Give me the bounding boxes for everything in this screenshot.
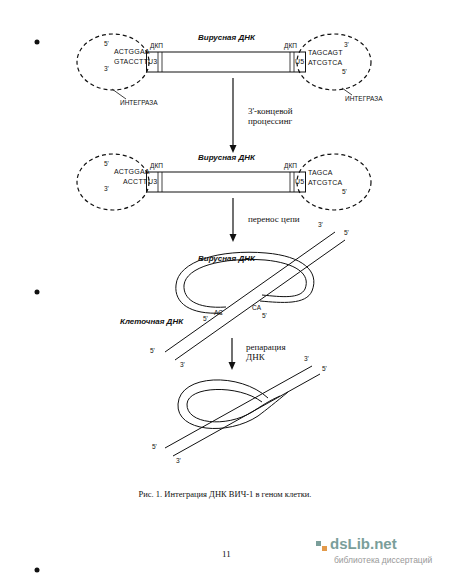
strand-end: 3' bbox=[104, 66, 109, 73]
dashed-outline bbox=[297, 154, 371, 210]
region-divider bbox=[290, 172, 291, 192]
flow-arrow bbox=[230, 78, 237, 153]
callout-label: ИНТЕГРАЗА bbox=[345, 96, 383, 103]
integrated-viral-dna bbox=[187, 389, 280, 421]
callout-label: ИНТЕГРАЗА bbox=[120, 100, 158, 107]
arrow-head bbox=[230, 145, 237, 153]
viral-strand bbox=[176, 252, 314, 313]
region-divider bbox=[162, 172, 163, 192]
integrase-circle: 5' ACTGGAA 3' GTACCTT bbox=[76, 33, 150, 91]
region-label: U3 bbox=[148, 58, 157, 65]
dna-sequence: ACTGGAA bbox=[114, 168, 150, 175]
cellular-dna-strand bbox=[165, 232, 335, 352]
dna-sequence: ACCTT bbox=[123, 178, 147, 185]
dna-sequence: AC bbox=[214, 310, 223, 317]
strand-end: 5' bbox=[344, 230, 349, 237]
margin-bullet bbox=[35, 290, 40, 295]
watermark-logo bbox=[316, 541, 321, 546]
strand-end: 5' bbox=[342, 189, 347, 196]
watermark: библиотека диссертаций bbox=[334, 556, 432, 565]
region-divider bbox=[158, 52, 159, 72]
step-arrow bbox=[231, 338, 232, 362]
dna-sequence: ATCGTCA bbox=[308, 59, 342, 66]
strand-end: 3' bbox=[176, 458, 181, 465]
region-divider bbox=[294, 172, 295, 192]
dna-duplex bbox=[147, 52, 306, 72]
dna-sequence: TAGCAGT bbox=[308, 49, 343, 56]
integrase-circle: 5' ACTGGAA 3' ACCTT bbox=[76, 153, 150, 211]
region-divider bbox=[162, 52, 163, 72]
step-label: репарация ДНК bbox=[246, 342, 298, 363]
strand-end: 5' bbox=[104, 161, 109, 168]
strand-end: 3' bbox=[104, 186, 109, 193]
ltr-label: ДКП bbox=[284, 163, 297, 170]
strand-end: 3' bbox=[344, 42, 349, 49]
region-label: U3 bbox=[148, 178, 157, 185]
viral-dna-loop: Вирусная ДНК bbox=[170, 243, 320, 323]
strand-end: 5' bbox=[262, 313, 267, 320]
arrow-head bbox=[229, 362, 236, 370]
arrow-shaft bbox=[232, 78, 233, 145]
page-number: 11 bbox=[222, 550, 231, 559]
leader-line bbox=[342, 88, 352, 95]
strand-end: 3' bbox=[180, 362, 185, 369]
dashed-outline bbox=[77, 154, 149, 210]
figure-caption: Рис. 1. Интеграция ДНК ВИЧ-1 в геном кле… bbox=[0, 490, 450, 499]
integrase-circle: TAGCA ATCGTCA5' bbox=[296, 153, 372, 211]
viral-strand bbox=[184, 259, 306, 307]
ltr-label: ДКП bbox=[284, 43, 297, 50]
dashed-outline bbox=[77, 34, 149, 90]
viral-dna-box: Вирусная ДНК ДКП U3 ДКП U5 bbox=[146, 154, 306, 196]
cellular-dna-strand bbox=[173, 374, 320, 456]
strand-end: 5' bbox=[322, 366, 327, 373]
strand-end: 5' bbox=[152, 444, 157, 451]
region-divider bbox=[290, 52, 291, 72]
dna-sequence: GTACCTT bbox=[114, 58, 148, 65]
dna-duplex bbox=[147, 172, 306, 192]
region-label: U5 bbox=[295, 178, 304, 185]
arrow-head bbox=[230, 234, 237, 242]
margin-bullet bbox=[35, 40, 40, 45]
box-heading: Вирусная ДНК bbox=[198, 34, 255, 42]
watermark-logo bbox=[322, 546, 327, 551]
arrow-shaft bbox=[232, 198, 233, 234]
dna-sequence: TAGCA bbox=[308, 169, 333, 176]
dna-sequence: CA bbox=[252, 305, 261, 312]
region-label: U5 bbox=[295, 58, 304, 65]
integrated-viral-dna bbox=[178, 380, 288, 429]
region-divider bbox=[294, 52, 295, 72]
box-heading: Вирусная ДНК bbox=[198, 154, 255, 162]
viral-dna-box: Вирусная ДНК ДКП U3 ДКП U5 bbox=[146, 34, 306, 76]
strand-end: 5' bbox=[104, 41, 109, 48]
strand-end: 3' bbox=[318, 222, 323, 229]
dna-sequence: ACTGGAA bbox=[114, 48, 150, 55]
step-label: 3'-концевой процессинг bbox=[248, 106, 310, 127]
strand-end: 5' bbox=[342, 69, 347, 76]
watermark: dsLib.net bbox=[330, 536, 397, 551]
flow-arrow bbox=[230, 198, 237, 242]
margin-bullet bbox=[35, 568, 40, 573]
step-label: перенос цепи bbox=[248, 214, 328, 224]
strand-end: 5' bbox=[203, 316, 208, 323]
loop-heading: Вирусная ДНК bbox=[198, 255, 255, 263]
integrase-circle: TAGCAGT3' ATCGTCA5' bbox=[296, 33, 372, 91]
strand-end: 3' bbox=[304, 356, 309, 363]
ltr-label: ДКП bbox=[150, 163, 163, 170]
part-label: Клеточная ДНК bbox=[120, 318, 183, 326]
dashed-outline bbox=[297, 34, 371, 90]
strand-end: 5' bbox=[150, 348, 155, 355]
cellular-dna-strand bbox=[165, 366, 312, 448]
region-divider bbox=[158, 172, 159, 192]
ltr-label: ДКП bbox=[150, 43, 163, 50]
dna-sequence: ATCGTCA bbox=[308, 179, 342, 186]
